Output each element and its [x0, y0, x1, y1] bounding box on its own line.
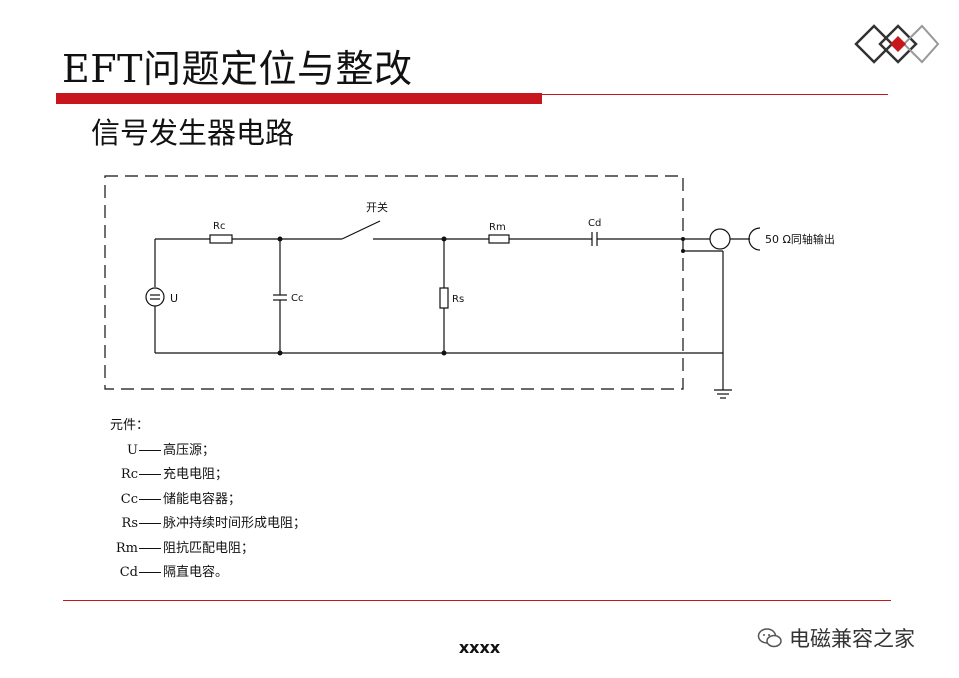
- watermark: 电磁兼容之家: [757, 623, 915, 653]
- resistor-rs: [439, 287, 449, 309]
- footer-text: xxxx: [458, 638, 501, 657]
- company-logo-icon: [854, 24, 940, 64]
- wechat-icon: [757, 628, 782, 648]
- resistor-rm: [488, 234, 510, 244]
- rm-label: Rm: [489, 222, 506, 233]
- source-label: U: [170, 292, 178, 305]
- rs-label: Rs: [452, 294, 464, 305]
- output-label: 50 Ω同轴输出: [765, 232, 835, 246]
- footer-divider: [63, 600, 891, 601]
- watermark-text: 电磁兼容之家: [789, 627, 915, 651]
- page-subtitle: 信号发生器电路: [91, 116, 295, 150]
- generator-enclosure: [104, 175, 684, 390]
- cc-label: Cc: [291, 293, 303, 304]
- rc-label: Rc: [213, 221, 225, 232]
- legend-heading: 元件：: [110, 418, 150, 433]
- cd-label: Cd: [588, 218, 601, 229]
- title-accent-bar: [56, 93, 542, 104]
- resistor-rc: [209, 234, 233, 244]
- switch: [341, 220, 381, 240]
- switch-label: 开关: [366, 200, 388, 214]
- voltage-source: [145, 287, 165, 307]
- coax-connector: [709, 228, 731, 250]
- title-accent-line: [542, 94, 888, 95]
- page-title: EFT问题定位与整改: [62, 47, 413, 91]
